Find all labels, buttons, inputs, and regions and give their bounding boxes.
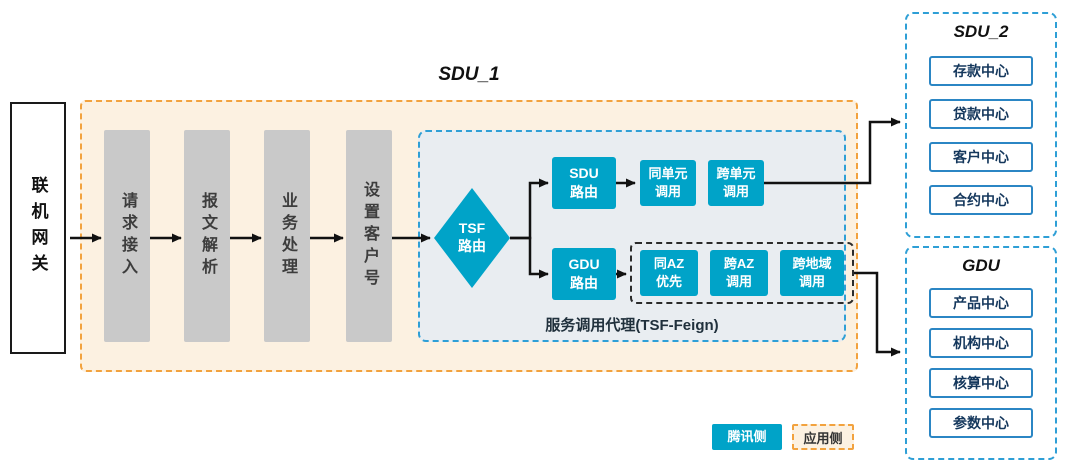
cross-unit-call-box: 跨单元 调用 — [708, 160, 764, 206]
sdu2-title: SDU_2 — [953, 22, 1009, 41]
cross-region-call-box: 跨地域 调用 — [780, 250, 844, 296]
step-request-access: 请求接入 — [104, 130, 150, 342]
step-request-access-label: 请求接入 — [119, 192, 136, 280]
customer-center-item: 客户中心 — [929, 142, 1033, 172]
sdu1-title: SDU_1 — [438, 64, 500, 85]
accounting-center-item: 核算中心 — [929, 368, 1033, 398]
arrow-group-to-gdu — [854, 271, 901, 357]
same-az-priority-box: 同AZ 优先 — [640, 250, 698, 296]
legend-tencent-side: 腾讯侧 — [712, 424, 782, 450]
deposit-center-item: 存款中心 — [929, 56, 1033, 86]
step-message-parse: 报文解析 — [184, 130, 230, 342]
gdu-title: GDU — [962, 256, 1000, 275]
step-business-process-label: 业务处理 — [279, 192, 296, 280]
step-business-process: 业务处理 — [264, 130, 310, 342]
gdu-calls-group — [630, 242, 854, 304]
sdu-route-box: SDU 路由 — [552, 157, 616, 209]
institution-center-item: 机构中心 — [929, 328, 1033, 358]
step-set-customer-id-label: 设置客户号 — [361, 181, 378, 291]
step-message-parse-label: 报文解析 — [199, 192, 216, 280]
cross-az-call-box: 跨AZ 调用 — [710, 250, 768, 296]
legend-app-side: 应用侧 — [792, 424, 854, 450]
step-set-customer-id: 设置客户号 — [346, 130, 392, 342]
parameter-center-item: 参数中心 — [929, 408, 1033, 438]
loan-center-item: 贷款中心 — [929, 99, 1033, 129]
tsf-feign-proxy-caption: 服务调用代理(TSF-Feign) — [545, 317, 719, 334]
contract-center-item: 合约中心 — [929, 185, 1033, 215]
product-center-item: 产品中心 — [929, 288, 1033, 318]
same-unit-call-box: 同单元 调用 — [640, 160, 696, 206]
gdu-route-box: GDU 路由 — [552, 248, 616, 300]
online-gateway-box: 联机网关 — [10, 102, 66, 354]
online-gateway-label: 联机网关 — [28, 176, 48, 280]
